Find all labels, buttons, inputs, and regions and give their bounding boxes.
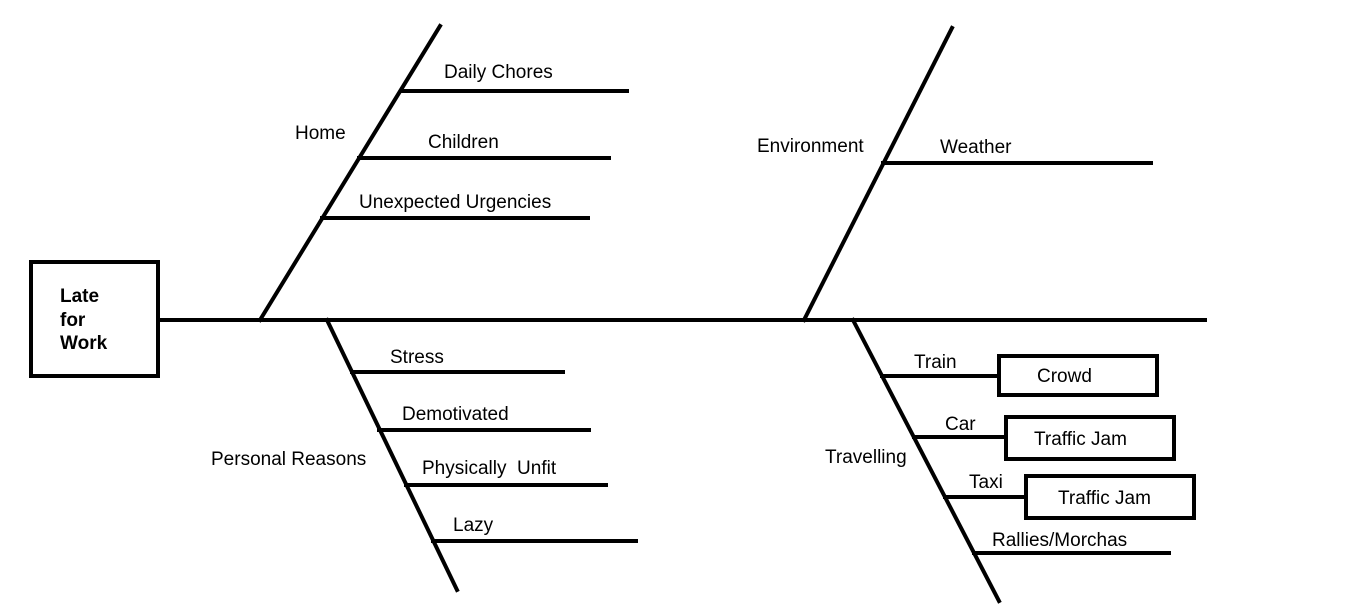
cause-demotivated: Demotivated: [402, 404, 509, 425]
cause-unexpected-urgencies: Unexpected Urgencies: [359, 192, 551, 213]
category-travelling-label: Travelling: [825, 447, 907, 468]
bone-home: [257, 23, 443, 323]
category-personal-label: Personal Reasons: [211, 449, 366, 470]
cause-car: Car: [945, 414, 976, 435]
cause-weather: Weather: [940, 137, 1012, 158]
sub-cause-traffic-jam-taxi: Traffic Jam: [1058, 488, 1151, 509]
sub-cause-crowd: Crowd: [1037, 366, 1092, 387]
effect-line-3: Work: [60, 333, 108, 354]
sub-cause-box-traffic-jam-car: [1004, 415, 1176, 461]
cause-physically-unfit: Physically Unfit: [422, 458, 557, 479]
cause-daily-chores: Daily Chores: [444, 62, 553, 83]
cause-taxi: Taxi: [969, 472, 1003, 493]
cause-lazy: Lazy: [453, 515, 494, 536]
cause-stress: Stress: [390, 347, 444, 368]
effect-box: [29, 260, 160, 378]
effect-line-2: for: [60, 310, 86, 331]
cause-children: Children: [428, 132, 499, 153]
category-environment-label: Environment: [757, 136, 864, 157]
effect-line-1: Late: [60, 286, 99, 307]
sub-cause-traffic-jam-car: Traffic Jam: [1034, 429, 1127, 450]
bone-environment: [801, 25, 955, 323]
sub-cause-box-crowd: [997, 354, 1159, 397]
cause-train: Train: [914, 352, 957, 373]
cause-rallies-morchas: Rallies/Morchas: [992, 530, 1127, 551]
sub-cause-box-traffic-jam-taxi: [1024, 474, 1196, 520]
category-home-label: Home: [295, 123, 346, 144]
bone-personal-reasons: [324, 317, 460, 593]
